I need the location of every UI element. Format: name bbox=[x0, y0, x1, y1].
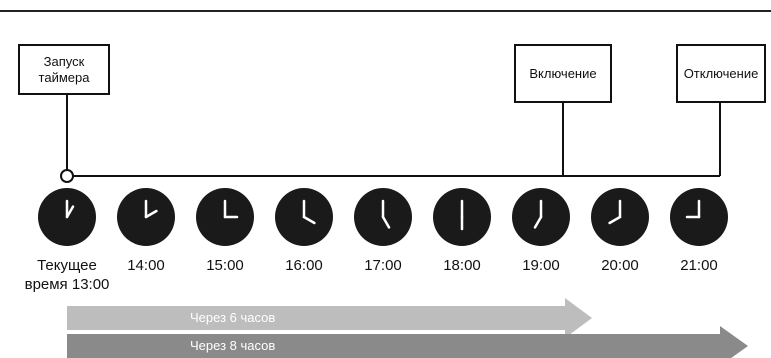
arrow-8-hours bbox=[67, 326, 748, 358]
clock-time-label: Текущее время 13:00 bbox=[24, 257, 110, 293]
power-off-label: Отключение bbox=[683, 65, 759, 81]
clock-time-label: 17:00 bbox=[364, 257, 402, 274]
clock-icon bbox=[591, 188, 649, 246]
clock-icon bbox=[275, 188, 333, 246]
clock-hour-hand bbox=[608, 215, 622, 225]
clock-time-label: 15:00 bbox=[206, 257, 244, 274]
clock-hour-hand bbox=[144, 209, 158, 219]
clock-time-label: 21:00 bbox=[680, 257, 718, 274]
clock-icon bbox=[670, 188, 728, 246]
clock-hour-hand bbox=[533, 215, 543, 229]
clock-icon bbox=[38, 188, 96, 246]
clock-time-label: 18:00 bbox=[443, 257, 481, 274]
arrow-6-hours-label: Через 6 часов bbox=[190, 310, 276, 325]
timer-start-label: Запуск таймера bbox=[38, 53, 90, 85]
arrow-8-hours-label: Через 8 часов bbox=[190, 338, 276, 353]
power-on-label: Включение bbox=[529, 65, 597, 81]
power-off-box: Отключение bbox=[676, 44, 766, 103]
power-on-box: Включение bbox=[514, 44, 612, 103]
clock-time-label: 14:00 bbox=[127, 257, 165, 274]
clock-icon bbox=[196, 188, 254, 246]
top-rule bbox=[0, 10, 771, 12]
clock-hour-hand bbox=[302, 215, 316, 225]
clock-icon bbox=[512, 188, 570, 246]
timer-start-box: Запуск таймера bbox=[18, 44, 110, 95]
clock-hour-hand bbox=[381, 215, 391, 229]
arrow-6-hours bbox=[67, 298, 592, 338]
clock-time-label: 16:00 bbox=[285, 257, 323, 274]
clock-hour-hand bbox=[65, 205, 75, 219]
clock-time-label: 19:00 bbox=[522, 257, 560, 274]
clock-icon bbox=[117, 188, 175, 246]
timeline-start-dot bbox=[60, 169, 74, 183]
clock-icon bbox=[433, 188, 491, 246]
clock-icon bbox=[354, 188, 412, 246]
clock-time-label: 20:00 bbox=[601, 257, 639, 274]
